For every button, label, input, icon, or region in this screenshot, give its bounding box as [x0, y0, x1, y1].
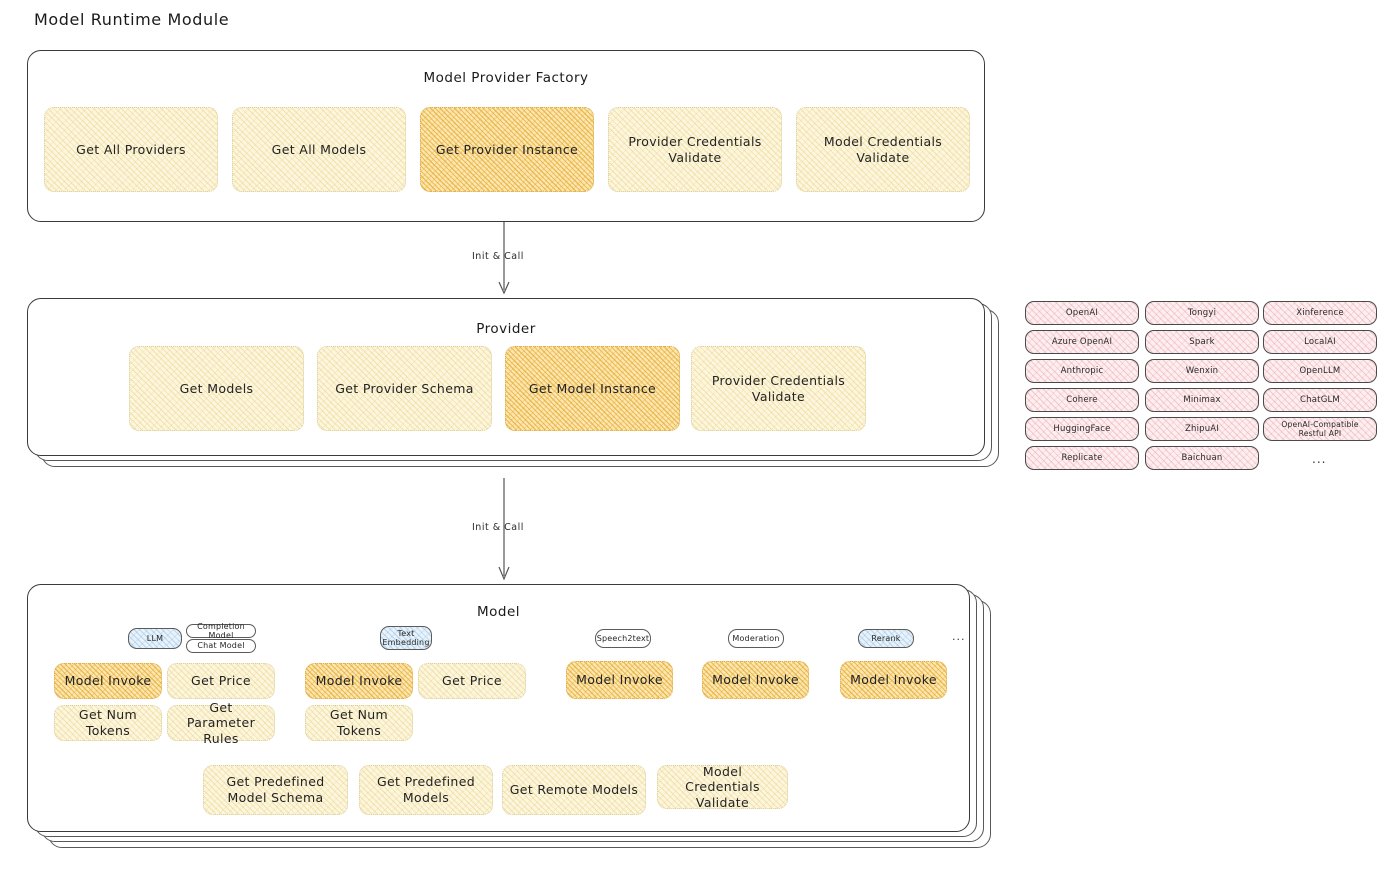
- llm-method-get-parameter-rules[interactable]: Get Parameter Rules: [167, 700, 275, 746]
- factory-item-get-provider-instance[interactable]: Get Provider Instance: [420, 107, 594, 192]
- model-card: [27, 584, 970, 832]
- provider-chip-cohere[interactable]: Cohere: [1025, 388, 1139, 412]
- provider-chip-xinference[interactable]: Xinference: [1263, 301, 1377, 325]
- provider-chip-zhipuai[interactable]: ZhipuAI: [1145, 417, 1259, 441]
- model-title: Model: [476, 604, 521, 620]
- page-title: Model Runtime Module: [34, 10, 230, 29]
- text-embedding-method-get-num-tokens[interactable]: Get Num Tokens: [305, 705, 413, 741]
- provider-chip-azure-openai[interactable]: Azure OpenAI: [1025, 330, 1139, 354]
- provider-item-get-model-instance[interactable]: Get Model Instance: [505, 346, 680, 431]
- llm-method-get-num-tokens[interactable]: Get Num Tokens: [54, 705, 162, 741]
- provider-chip-tongyi[interactable]: Tongyi: [1145, 301, 1259, 325]
- model-type-sub-tag-completion-model[interactable]: Completion Model: [186, 622, 256, 640]
- arrow-factory-to-provider: [498, 222, 510, 295]
- provider-chip-anthropic[interactable]: Anthropic: [1025, 359, 1139, 383]
- speech2text-method-model-invoke[interactable]: Model Invoke: [566, 661, 673, 699]
- factory-item-model-credentials-validate[interactable]: Model Credentials Validate: [796, 107, 970, 192]
- provider-list-more-ellipsis: ...: [1312, 452, 1327, 466]
- model-type-tag-moderation[interactable]: Moderation: [728, 629, 784, 648]
- factory-item-get-all-models[interactable]: Get All Models: [232, 107, 406, 192]
- model-type-sub-tag-chat-model[interactable]: Chat Model: [186, 639, 256, 653]
- provider-chip-huggingface[interactable]: HuggingFace: [1025, 417, 1139, 441]
- arrow-label-init-and-call-1: Init & Call: [472, 251, 524, 262]
- model-common-method-get-remote-models[interactable]: Get Remote Models: [502, 765, 646, 815]
- provider-chip-spark[interactable]: Spark: [1145, 330, 1259, 354]
- arrow-label-init-and-call-2: Init & Call: [472, 522, 524, 533]
- arrow-provider-to-model: [498, 478, 510, 581]
- provider-chip-openllm[interactable]: OpenLLM: [1263, 359, 1377, 383]
- llm-method-model-invoke[interactable]: Model Invoke: [54, 663, 162, 699]
- provider-chip-minimax[interactable]: Minimax: [1145, 388, 1259, 412]
- rerank-method-model-invoke[interactable]: Model Invoke: [840, 661, 947, 699]
- model-common-method-get-predefined-models[interactable]: Get Predefined Models: [359, 765, 493, 815]
- provider-chip-openai[interactable]: OpenAI: [1025, 301, 1139, 325]
- text-embedding-method-model-invoke[interactable]: Model Invoke: [305, 663, 413, 699]
- provider-item-get-models[interactable]: Get Models: [129, 346, 304, 431]
- provider-chip-wenxin[interactable]: Wenxin: [1145, 359, 1259, 383]
- llm-method-get-price[interactable]: Get Price: [167, 663, 275, 699]
- factory-item-get-all-providers[interactable]: Get All Providers: [44, 107, 218, 192]
- provider-chip-localai[interactable]: LocalAI: [1263, 330, 1377, 354]
- provider-item-provider-credentials-validate[interactable]: Provider Credentials Validate: [691, 346, 866, 431]
- model-common-method-model-credentials-validate[interactable]: Model Credentials Validate: [657, 764, 788, 810]
- provider-chip-baichuan[interactable]: Baichuan: [1145, 446, 1259, 470]
- provider-chip-chatglm[interactable]: ChatGLM: [1263, 388, 1377, 412]
- model-type-tag-rerank[interactable]: Rerank: [858, 629, 914, 648]
- model-common-method-get-predefined-model-schema[interactable]: Get Predefined Model Schema: [203, 765, 348, 815]
- factory-item-provider-credentials-validate[interactable]: Provider Credentials Validate: [608, 107, 782, 192]
- provider-item-get-provider-schema[interactable]: Get Provider Schema: [317, 346, 492, 431]
- provider-title: Provider: [476, 321, 536, 337]
- model-type-tag-llm[interactable]: LLM: [128, 628, 182, 649]
- provider-chip-replicate[interactable]: Replicate: [1025, 446, 1139, 470]
- text-embedding-method-get-price[interactable]: Get Price: [418, 663, 526, 699]
- model-type-tag-text-embedding[interactable]: Text Embedding: [380, 626, 432, 650]
- model-type-tag-speech2text[interactable]: Speech2text: [595, 629, 651, 648]
- provider-chip-openai-compatible-restful-api[interactable]: OpenAI-Compatible Restful API: [1263, 417, 1377, 441]
- model-provider-factory-title: Model Provider Factory: [423, 70, 589, 86]
- moderation-method-model-invoke[interactable]: Model Invoke: [702, 661, 809, 699]
- model-types-more-ellipsis: ...: [952, 630, 966, 643]
